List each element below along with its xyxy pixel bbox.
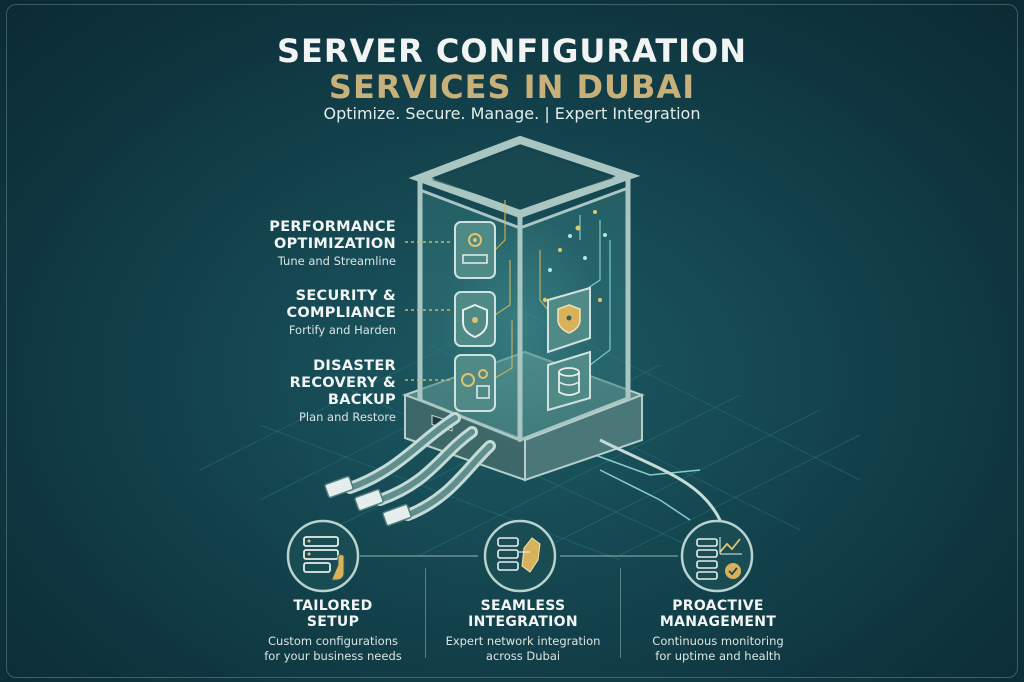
service-description: Custom configurations for your business … bbox=[218, 634, 448, 664]
service-tailored-setup: TAILORED SETUP Custom configurations for… bbox=[218, 598, 448, 664]
feature-title-line: OPTIMIZATION bbox=[273, 236, 396, 252]
service-desc-line: Expert network integration bbox=[445, 634, 601, 648]
floor-traces bbox=[594, 454, 701, 521]
service-desc-line: across Dubai bbox=[485, 649, 561, 663]
server-tower bbox=[408, 135, 641, 450]
cables bbox=[344, 412, 496, 521]
feature-performance: PERFORMANCE OPTIMIZATION Tune and Stream… bbox=[176, 219, 396, 268]
subtitle: Optimize. Secure. Manage. | Expert Integ… bbox=[323, 104, 701, 123]
column-divider bbox=[620, 568, 621, 658]
server-chart-check-icon bbox=[680, 519, 754, 593]
service-title-line: SETUP bbox=[306, 614, 360, 630]
server-hand-icon bbox=[286, 519, 360, 593]
service-desc-line: for uptime and health bbox=[655, 649, 781, 663]
cable-plugs bbox=[324, 475, 412, 527]
service-description: Continuous monitoring for uptime and hea… bbox=[603, 634, 833, 664]
module-performance bbox=[454, 221, 496, 279]
feature-title-line: SECURITY & bbox=[295, 288, 396, 304]
module-security bbox=[454, 291, 496, 347]
feature-title-line: COMPLIANCE bbox=[286, 305, 396, 321]
service-title-line: PROACTIVE bbox=[672, 598, 764, 614]
title-line-1: SERVER CONFIGURATION bbox=[276, 32, 748, 70]
service-desc-line: for your business needs bbox=[264, 649, 402, 663]
feature-title-line: BACKUP bbox=[327, 392, 396, 408]
service-desc-line: Custom configurations bbox=[268, 634, 398, 648]
service-title-line: TAILORED bbox=[293, 598, 373, 614]
label-connectors bbox=[405, 241, 452, 381]
service-seamless-integration: SEAMLESS INTEGRATION Expert network inte… bbox=[408, 598, 638, 664]
feature-security: SECURITY & COMPLIANCE Fortify and Harden bbox=[176, 288, 396, 337]
column-divider bbox=[425, 568, 426, 658]
server-map-icon bbox=[483, 519, 557, 593]
right-cable bbox=[599, 438, 724, 531]
feature-subtitle: Plan and Restore bbox=[298, 410, 396, 424]
feature-title-line: PERFORMANCE bbox=[269, 219, 396, 235]
outer-frame bbox=[6, 4, 1018, 678]
feature-title-line: RECOVERY & bbox=[289, 375, 396, 391]
module-database-right bbox=[547, 350, 591, 412]
service-title-line: INTEGRATION bbox=[468, 614, 578, 630]
feature-subtitle: Fortify and Harden bbox=[288, 323, 396, 337]
title-line-2: SERVICES IN DUBAI bbox=[328, 68, 696, 106]
feature-disaster-recovery: DISASTER RECOVERY & BACKUP Plan and Rest… bbox=[176, 358, 396, 424]
service-desc-line: Continuous monitoring bbox=[652, 634, 784, 648]
service-description: Expert network integration across Dubai bbox=[408, 634, 638, 664]
service-title-line: MANAGEMENT bbox=[659, 614, 777, 630]
service-proactive-management: PROACTIVE MANAGEMENT Continuous monitori… bbox=[603, 598, 833, 664]
service-title-line: SEAMLESS bbox=[480, 598, 566, 614]
module-shield-right bbox=[547, 286, 591, 354]
feature-title-line: DISASTER bbox=[313, 358, 396, 374]
feature-subtitle: Tune and Streamline bbox=[277, 254, 396, 268]
module-backup bbox=[454, 354, 496, 412]
